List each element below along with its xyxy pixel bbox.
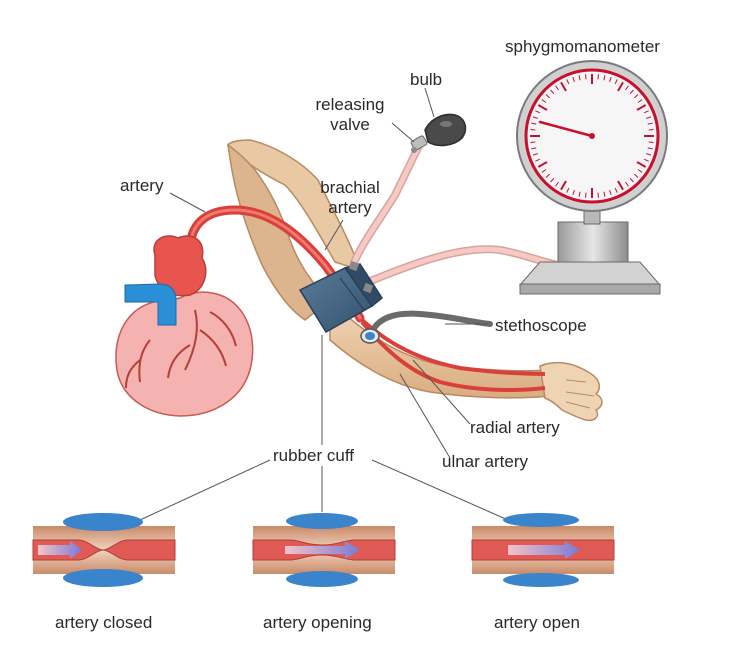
gauge-tick (646, 153, 652, 156)
gauge-tick (647, 147, 653, 150)
brachial-artery-label-line1: brachial (320, 178, 380, 197)
heart (115, 235, 254, 417)
gauge-tick (643, 110, 649, 114)
stethoscope-tube (369, 310, 493, 335)
artery-open-section (471, 513, 615, 587)
artery-closed-section (32, 513, 176, 587)
stethoscope-head (360, 328, 380, 344)
gauge-tick (609, 76, 612, 82)
gauge-tick (629, 89, 634, 94)
gauge-tick (531, 147, 537, 150)
gauge-tick (647, 122, 653, 125)
releasing-valve (410, 135, 428, 153)
gauge-tick (535, 110, 541, 114)
ulnar-artery-vessel (360, 320, 546, 392)
pointer-lines (139, 87, 509, 521)
gauge-tick (603, 191, 606, 197)
gauge-tick (617, 180, 624, 191)
gauge-tick (629, 178, 634, 183)
gauge-tick (636, 104, 647, 111)
artery-label: artery (120, 176, 164, 195)
gauge-tick (597, 192, 599, 198)
gauge-tick (541, 169, 547, 173)
gauge-tick (646, 116, 652, 119)
gauge-needle (538, 120, 594, 138)
gauge-tick (537, 104, 548, 111)
gauge-tick (648, 141, 654, 143)
artery-opening-label: artery opening (263, 613, 372, 632)
gauge-tick (560, 180, 567, 191)
gauge-tick (535, 158, 541, 162)
gauge-tick (617, 81, 624, 92)
radial-artery-vessel (360, 318, 546, 376)
gauge-tick (550, 178, 555, 183)
gauge-tick (578, 75, 581, 81)
gauge-tick (648, 129, 654, 131)
artery-closed-label: artery closed (55, 613, 153, 632)
vena-cava (124, 283, 177, 326)
gauge-tick (560, 81, 567, 92)
sphygmomanometer-label: sphygmomanometer (505, 37, 660, 56)
rubber-cuff-label: rubber cuff (273, 446, 354, 465)
ulnar-artery-label: ulnar artery (442, 452, 528, 471)
gauge-tick (634, 94, 639, 99)
gauge-tick (614, 187, 618, 193)
gauge-tick (566, 187, 570, 193)
upper-arm (227, 139, 362, 321)
gauge-tick (530, 141, 536, 143)
releasing-valve-label-line1: releasing (315, 95, 385, 114)
gauge-tick (545, 94, 550, 99)
rubber-cuff (298, 260, 383, 334)
gauge-tick (550, 89, 555, 94)
gauge-tick (643, 158, 649, 162)
gauge-tick (555, 181, 559, 187)
artery-opening-section (252, 513, 396, 587)
gauge-tick (585, 74, 587, 80)
gauge-tick (532, 116, 538, 119)
gauge-tick (637, 99, 643, 103)
gauge-tick (530, 129, 536, 131)
gauge-tick (585, 192, 587, 198)
gauge-tick (609, 190, 612, 196)
sphygmomanometer (516, 60, 668, 295)
stethoscope-label: stethoscope (495, 316, 587, 335)
gauge-tick (541, 99, 547, 103)
gauge-tick (566, 79, 570, 85)
radial-artery-label: radial artery (470, 418, 560, 437)
gauge-tick (634, 173, 639, 178)
gauge-tick (614, 79, 618, 85)
gauge-tick (572, 76, 575, 82)
gauge-tick (537, 161, 548, 168)
brachial-artery-label-line2: artery (328, 198, 372, 217)
hand (539, 361, 603, 422)
gauge-tick (603, 75, 606, 81)
gauge-tick (545, 173, 550, 178)
gauge-tick (625, 181, 629, 187)
gauge-tick (555, 85, 559, 91)
gauge-tick (597, 74, 599, 80)
gauge-tick (572, 190, 575, 196)
gauge-tick (531, 122, 537, 125)
gauge-tick (625, 85, 629, 91)
gauge-tick (532, 153, 538, 156)
artery-open-label: artery open (494, 613, 580, 632)
gauge-tick (636, 161, 647, 168)
releasing-valve-label-line2: valve (330, 115, 370, 134)
gauge-ticks (530, 74, 654, 198)
brachial-artery-label: brachial artery (300, 178, 400, 218)
bulb-label: bulb (410, 70, 443, 89)
bulb (424, 113, 467, 147)
gauge-tick (637, 169, 643, 173)
releasing-valve-label: releasing valve (300, 95, 400, 135)
gauge-tick (578, 191, 581, 197)
